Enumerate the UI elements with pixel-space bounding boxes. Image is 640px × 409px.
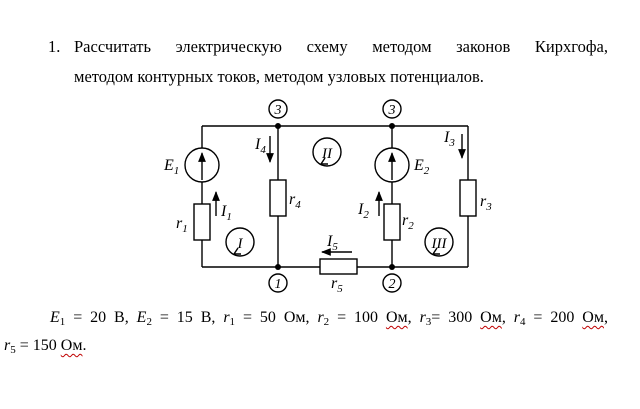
loop-ii-arrow-icon bbox=[320, 157, 328, 165]
label-e1: E1 bbox=[163, 157, 179, 177]
loop-label-iii: III bbox=[431, 236, 448, 252]
loop-iii-circle bbox=[424, 227, 454, 257]
node-label-3-right: 3 bbox=[388, 103, 396, 118]
label-r2: r2 bbox=[402, 212, 414, 232]
loop-label-i: I bbox=[237, 236, 244, 252]
resistor-r3 bbox=[459, 179, 477, 217]
junction-dot-3-left bbox=[275, 123, 281, 129]
label-i4: I4 bbox=[254, 136, 266, 156]
label-e2: E2 bbox=[413, 157, 430, 177]
junction-dot-3-right bbox=[389, 123, 395, 129]
resistor-r1 bbox=[193, 203, 211, 241]
label-i2: I2 bbox=[357, 201, 369, 221]
resistor-r5 bbox=[319, 258, 358, 275]
label-r3: r3 bbox=[480, 193, 492, 213]
parameters-line-1: E1 = 20 В, E2 = 15 В, r1 = 50 Ом, r2 = 1… bbox=[50, 309, 608, 328]
resistor-r2 bbox=[383, 203, 401, 241]
label-r4: r4 bbox=[289, 191, 301, 211]
node-label-2: 2 bbox=[389, 277, 396, 292]
node-label-circle-3-right bbox=[382, 99, 402, 119]
parameters-text: E1 = 20 В, E2 = 15 В, r1 = 50 Ом, r2 = 1… bbox=[4, 306, 608, 362]
loop-i-arrow-icon bbox=[233, 247, 241, 255]
node-label-circle-1 bbox=[268, 273, 288, 293]
loop-label-ii: II bbox=[321, 146, 333, 162]
task-number: 1. bbox=[48, 37, 61, 56]
label-r5: r5 bbox=[331, 275, 343, 295]
node-label-circle-3-left bbox=[268, 99, 288, 119]
task-text-line-2: методом контурных токов, методом узловых… bbox=[74, 67, 484, 86]
resistor-r4 bbox=[269, 179, 287, 217]
label-i5: I5 bbox=[326, 233, 338, 253]
parameters-line-2: r5 = 150 Ом. bbox=[4, 337, 87, 356]
loop-iii-arrow-icon bbox=[432, 247, 440, 255]
label-i1: I1 bbox=[220, 203, 232, 223]
label-r1: r1 bbox=[176, 215, 188, 235]
loop-i-circle bbox=[225, 227, 255, 257]
loop-ii-circle bbox=[312, 137, 342, 167]
task-text-line-1: Рассчитать электрическую схему методом з… bbox=[74, 37, 608, 56]
node-label-1: 1 bbox=[275, 277, 282, 292]
junction-dot-1 bbox=[275, 264, 281, 270]
node-label-3-left: 3 bbox=[274, 103, 282, 118]
label-i3: I3 bbox=[443, 129, 455, 149]
junction-dot-2 bbox=[389, 264, 395, 270]
node-label-circle-2 bbox=[382, 273, 402, 293]
